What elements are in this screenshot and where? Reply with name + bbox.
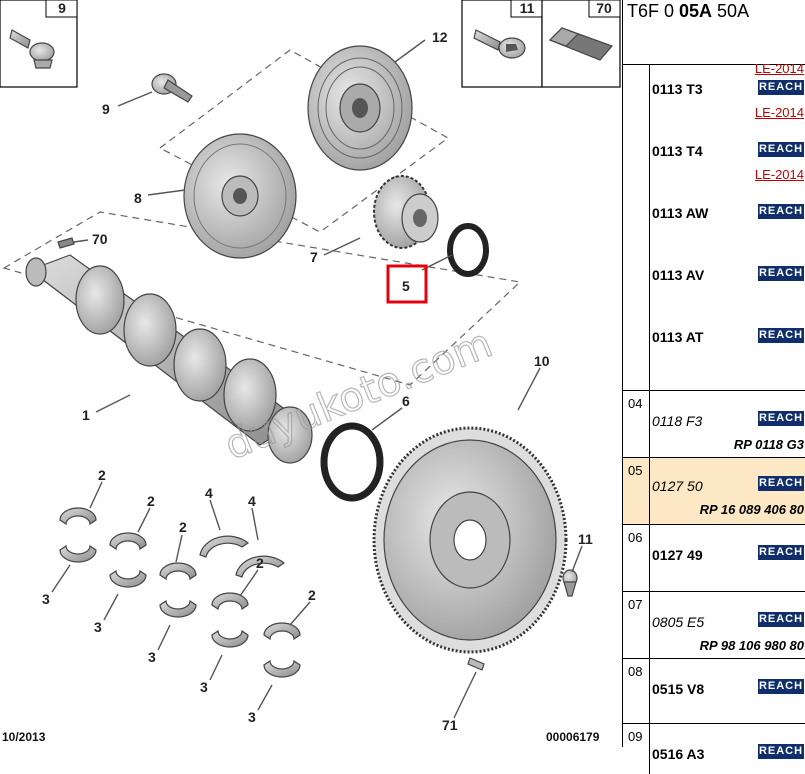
callout-3d: 3 xyxy=(200,679,208,695)
callout-2c: 2 xyxy=(179,519,187,535)
parts-group-05-selected[interactable]: 05 0127 50 REACH RP 16 089 406 80 xyxy=(623,458,805,525)
oil-seal-part-5[interactable] xyxy=(447,223,489,277)
inset-label-70: 70 xyxy=(596,0,612,16)
inset-box-part-70[interactable]: 70 xyxy=(541,0,621,88)
part-code[interactable]: 0113 AW xyxy=(652,205,709,221)
rear-seal-part-6[interactable] xyxy=(320,422,384,502)
part-code[interactable]: 0118 F3 xyxy=(652,413,703,429)
le-tag: LE-2014 xyxy=(754,167,804,182)
callout-8: 8 xyxy=(134,190,142,206)
pulley-group-frame xyxy=(158,49,450,233)
callout-12: 12 xyxy=(432,29,448,45)
callout-3b: 3 xyxy=(94,619,102,635)
main-bearing-shells-parts-2-3[interactable] xyxy=(59,507,301,678)
parts-reference-panel: T6F 0 05A 50A LE-2014 0113 T3 REACH LE-2… xyxy=(622,0,805,774)
callout-2b: 2 xyxy=(147,493,155,509)
callout-7: 7 xyxy=(310,249,318,265)
reach-badge[interactable]: REACH xyxy=(758,476,804,491)
flywheel-bolt-part-11[interactable] xyxy=(562,569,578,597)
part-code[interactable]: 0127 49 xyxy=(652,547,703,563)
callout-3c: 3 xyxy=(148,649,156,665)
thrust-washers-part-4[interactable] xyxy=(199,535,286,578)
part-code[interactable]: 0113 AV xyxy=(652,267,705,283)
callout-71: 71 xyxy=(442,717,458,733)
part-code[interactable]: 0805 E5 xyxy=(652,614,705,630)
parts-group-06: 06 0127 49 REACH xyxy=(623,525,805,592)
callout-2d: 2 xyxy=(256,555,264,571)
panel-header: T6F 0 05A 50A xyxy=(623,0,805,24)
reach-badge[interactable]: REACH xyxy=(758,411,804,426)
bolt-washer-icon xyxy=(9,29,55,69)
header-prefix: T6F 0 xyxy=(627,1,680,21)
socket-bolt-icon xyxy=(473,29,526,59)
reach-badge[interactable]: REACH xyxy=(758,679,804,694)
part-code[interactable]: 0113 AT xyxy=(652,329,704,345)
callout-4b: 4 xyxy=(248,493,256,509)
inset-box-part-11[interactable]: 11 xyxy=(461,0,543,88)
parts-group-07: 07 0805 E5 REACH RP 98 106 980 80 xyxy=(623,592,805,659)
key-icon xyxy=(548,27,614,61)
callout-11: 11 xyxy=(578,531,593,547)
reach-badge[interactable]: REACH xyxy=(758,80,804,95)
flywheel-part-10[interactable] xyxy=(372,426,568,654)
sprocket-part-7[interactable] xyxy=(373,175,439,249)
dowel-pin-part-71[interactable] xyxy=(467,657,485,671)
inset-label-11: 11 xyxy=(520,0,535,16)
callout-2e: 2 xyxy=(308,587,316,603)
callout-3e: 3 xyxy=(248,709,256,725)
group-index: 04 xyxy=(628,396,643,411)
highlight-box-part-5[interactable] xyxy=(386,264,428,304)
callout-9: 9 xyxy=(102,101,110,117)
group-index: 08 xyxy=(628,664,643,679)
crankshaft-group-frame xyxy=(2,211,522,386)
part-code[interactable]: 0113 T4 xyxy=(652,143,703,159)
reach-badge[interactable]: REACH xyxy=(758,612,804,627)
part-code[interactable]: 0516 A3 xyxy=(652,746,705,762)
reach-badge[interactable]: REACH xyxy=(758,142,804,157)
inset-box-part-9[interactable]: 9 xyxy=(0,0,78,88)
reach-badge[interactable]: REACH xyxy=(758,328,804,343)
parts-group-08: 08 0515 V8 REACH xyxy=(623,659,805,724)
panel-header-spacer xyxy=(623,24,805,65)
reach-badge[interactable]: REACH xyxy=(758,744,804,759)
header-bold: 05A xyxy=(679,1,713,21)
parts-group-09: 09 0516 A3 REACH xyxy=(623,724,805,774)
damper-pulley-part-8[interactable] xyxy=(183,133,297,259)
inset-label-9: 9 xyxy=(58,0,66,16)
replacement-part[interactable]: RP 16 089 406 80 xyxy=(699,502,804,517)
reach-badge[interactable]: REACH xyxy=(758,204,804,219)
part-code[interactable]: 0113 T3 xyxy=(652,81,703,97)
part-code[interactable]: 0515 V8 xyxy=(652,681,705,697)
parts-group-main: LE-2014 0113 T3 REACH LE-2014 0113 T4 RE… xyxy=(623,61,805,391)
pulley-part-12[interactable] xyxy=(307,45,413,171)
part-code[interactable]: 0127 50 xyxy=(652,478,703,494)
callout-70: 70 xyxy=(92,231,108,247)
crankshaft-part-1[interactable] xyxy=(25,254,313,464)
exploded-parts-diagram: 9 11 70 xyxy=(0,0,621,744)
group-index: 06 xyxy=(628,530,643,545)
callout-5: 5 xyxy=(402,278,410,294)
callout-4a: 4 xyxy=(205,485,213,501)
le-tag: LE-2014 xyxy=(754,61,804,76)
callout-10: 10 xyxy=(534,353,550,369)
drawing-number: 00006179 xyxy=(546,730,600,744)
callout-3a: 3 xyxy=(42,591,50,607)
callout-1: 1 xyxy=(82,407,90,423)
woodruff-key-part-70[interactable] xyxy=(57,237,75,249)
replacement-part[interactable]: RP 98 106 980 80 xyxy=(699,638,804,653)
le-tag: LE-2014 xyxy=(754,105,804,120)
group-index: 07 xyxy=(628,597,643,612)
reach-badge[interactable]: REACH xyxy=(758,545,804,560)
callout-2a: 2 xyxy=(98,467,106,483)
group-index: 09 xyxy=(628,729,643,744)
callout-6: 6 xyxy=(402,393,410,409)
bolt-part-9[interactable] xyxy=(151,73,193,103)
replacement-part[interactable]: RP 0118 G3 xyxy=(733,437,804,452)
parts-group-04: 04 0118 F3 REACH RP 0118 G3 xyxy=(623,391,805,458)
diagram-date: 10/2013 xyxy=(2,730,46,744)
reach-badge[interactable]: REACH xyxy=(758,266,804,281)
header-suffix: 50A xyxy=(712,1,750,21)
group-index: 05 xyxy=(628,463,643,478)
